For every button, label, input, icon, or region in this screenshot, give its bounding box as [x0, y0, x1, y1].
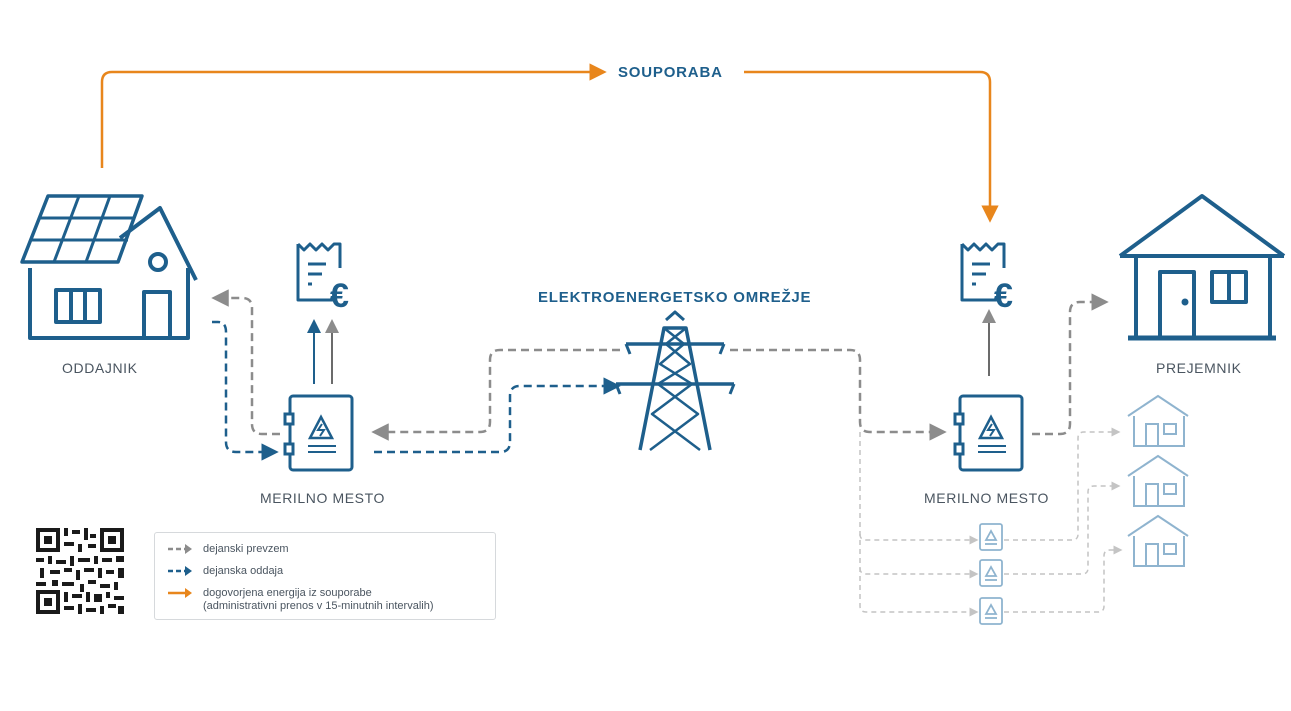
- legend-text: dejanska oddaja: [203, 565, 284, 577]
- flow-blue-meter-to-grid: [374, 377, 621, 454]
- flow-lightgray-distribution: [859, 427, 1123, 617]
- flow-gray-meter-to-receiver: [1032, 293, 1109, 436]
- flow-blue-house-to-meter: [212, 320, 279, 461]
- grid-title: ELEKTROENERGETSKO OMREŽJE: [538, 289, 812, 306]
- receiver-house-icon: [1118, 194, 1286, 341]
- solar-house-icon: [20, 194, 198, 340]
- euro-icon-left: €: [330, 277, 349, 315]
- small-meter-icon: [979, 597, 1003, 625]
- qr-code-icon: [36, 528, 124, 614]
- legend-text-line2: (administrativni prenos v 15-minutnih in…: [203, 600, 434, 612]
- transmission-tower-icon: [614, 310, 736, 451]
- flow-gray-meter-to-house: [211, 289, 280, 436]
- small-meter-icon: [979, 559, 1003, 587]
- legend-orange-arrow-icon: [168, 588, 192, 598]
- legend-item-blue: dejanska oddaja: [167, 565, 283, 578]
- legend-blue-dashed-arrow-icon: [168, 566, 192, 576]
- euro-icon-right: €: [994, 277, 1013, 315]
- small-house-icon: [1127, 514, 1189, 567]
- souporaba-label: SOUPORABA: [618, 64, 723, 81]
- invoice-icon-right: [960, 242, 1006, 302]
- legend: dejanski prevzem dejanska oddaja dogovor…: [154, 532, 496, 620]
- legend-gray-dashed-arrow-icon: [168, 544, 192, 554]
- invoice-icon-left: [296, 242, 342, 302]
- legend-item-orange: dogovorjena energija iz souporabe (admin…: [167, 587, 433, 613]
- souporaba-arrow: [100, 63, 999, 223]
- meter-label-right: MERILNO MESTO: [924, 490, 1050, 506]
- small-house-icon: [1127, 454, 1189, 507]
- flow-gray-grid-to-right-meter: [730, 348, 947, 441]
- sender-label: ODDAJNIK: [62, 360, 138, 376]
- meter-to-invoice-arrows-left: [307, 319, 339, 384]
- meter-label-left: MERILNO MESTO: [260, 490, 386, 506]
- legend-text: dejanski prevzem: [203, 543, 289, 555]
- meter-cabinet-left-icon: [283, 394, 354, 472]
- small-meter-icon: [979, 523, 1003, 551]
- receiver-label: PREJEMNIK: [1156, 360, 1242, 376]
- small-house-icon: [1127, 394, 1189, 447]
- legend-text: dogovorjena energija iz souporabe (admin…: [203, 587, 433, 613]
- legend-text-line1: dogovorjena energija iz souporabe: [203, 587, 372, 599]
- meter-cabinet-right-icon: [953, 394, 1024, 472]
- legend-item-gray: dejanski prevzem: [167, 543, 289, 556]
- flow-gray-grid-to-meter: [371, 348, 620, 441]
